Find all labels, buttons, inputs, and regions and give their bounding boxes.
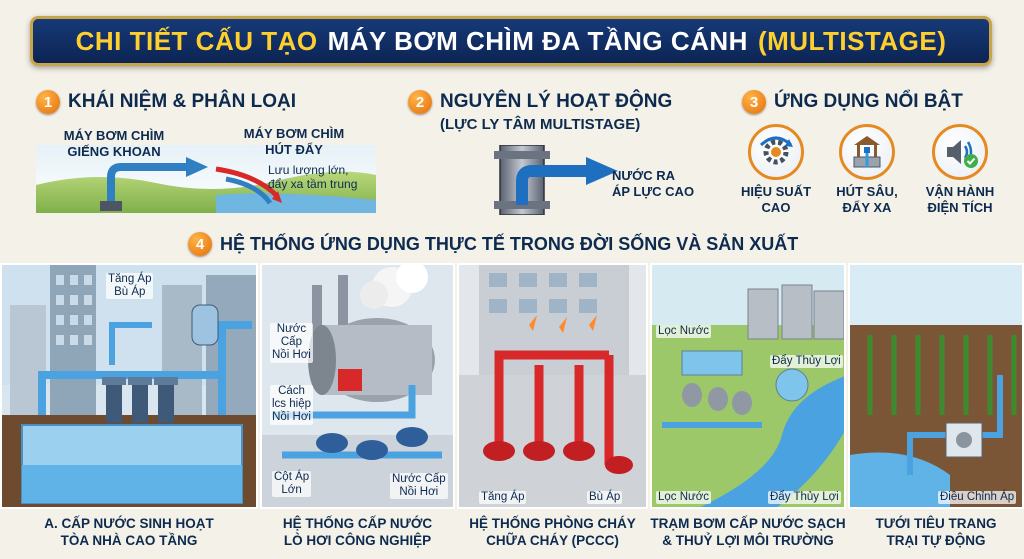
label-boiler-feed-water-2: Nước Cấp Nồi Hơi xyxy=(390,473,448,500)
caption-water-treatment: TRẠM BƠM CẤP NƯỚC SẠCH & THUỶ LỢI MÔI TR… xyxy=(650,516,846,548)
label-water-filtration-2: Lọc Nước xyxy=(656,491,712,505)
label-pressure-regulator: Điều Chỉnh Áp xyxy=(938,491,1017,505)
panel-farm-irrigation: Điều Chỉnh Áp xyxy=(848,263,1024,509)
feature-label-operation: VẬN HÀNH ĐIỆN TÍCH xyxy=(925,184,995,215)
label-pressure-compensate: Bù Áp xyxy=(587,491,623,505)
label-boiler-connection: Cách lcs hiệp Nồi Hơi xyxy=(270,385,313,425)
gear-efficiency-icon xyxy=(748,124,804,180)
label-suction-pump: MÁY BƠM CHÌM HÚT ĐẨY xyxy=(243,126,345,157)
panel-industrial-boiler: Nước Cấp Nồi Hơi Cách lcs hiệp Nồi Hơi C… xyxy=(260,263,455,509)
note-suction-pump: Lưu lượng lớn, đẩy xa tầm trung xyxy=(268,163,358,192)
label-irrigation-push-2: Đẩy Thủy Lợi xyxy=(768,491,841,505)
section-2-subtitle: (LỰC LY TÂM MULTISTAGE) xyxy=(440,116,641,133)
title-part-1: CHI TIẾT CẤU TẠO xyxy=(75,25,318,56)
label-well-pump: MÁY BƠM CHÌM GIẾNG KHOAN xyxy=(63,128,165,159)
panel-2-illustration xyxy=(262,265,453,507)
label-high-pressure-outlet: NƯỚC RA ÁP LỰC CAO xyxy=(612,168,695,199)
section-4-number: 4 xyxy=(188,232,212,256)
section-1-title: KHÁI NIỆM & PHÂN LOẠI xyxy=(68,91,296,112)
feature-label-deep-suction: HÚT SÂU, ĐẨY XA xyxy=(836,184,898,215)
speaker-check-icon xyxy=(932,124,988,180)
label-pressure-boost: Tăng Áp xyxy=(479,491,527,505)
section-3-header: 3 ỨNG DỤNG NỔI BẬT xyxy=(742,90,963,114)
section-2-title: NGUYÊN LÝ HOẠT ĐỘNG xyxy=(440,91,673,112)
caption-farm-irrigation: TƯỚI TIÊU TRANG TRẠI TỰ ĐỘNG xyxy=(875,516,997,548)
feature-label-efficiency: HIỆU SUẤT CAO xyxy=(740,184,812,215)
section-3-number: 3 xyxy=(742,90,766,114)
section-1-number: 1 xyxy=(36,90,60,114)
panel-water-treatment: Lọc Nước Đẩy Thủy Lợi Lọc Nước Đẩy Thủy … xyxy=(650,263,846,509)
label-booster-pressure: Tăng Áp Bù Áp xyxy=(106,273,154,300)
section-1-illustration xyxy=(36,145,376,213)
panel-highrise-water-supply: Tăng Áp Bù Áp xyxy=(0,263,258,509)
section-4-header: 4 HỆ THỐNG ỨNG DỤNG THỰC TẾ TRONG ĐỜI SỐ… xyxy=(188,232,798,256)
label-boiler-feed-water: Nước Cấp Nồi Hơi xyxy=(270,323,313,363)
label-water-filtration: Lọc Nước xyxy=(656,325,712,339)
section-3-title: ỨNG DỤNG NỔI BẬT xyxy=(774,91,963,112)
section-1-header: 1 KHÁI NIỆM & PHÂN LOẠI xyxy=(36,90,296,114)
panel-5-illustration xyxy=(850,265,1022,507)
label-high-head: Cột Áp Lớn xyxy=(272,471,312,498)
well-icon xyxy=(839,124,895,180)
section-4-title: HỆ THỐNG ỨNG DỤNG THỰC TẾ TRONG ĐỜI SỐNG… xyxy=(220,233,799,254)
pump-diagram xyxy=(494,145,618,215)
section-2-header: 2 NGUYÊN LÝ HOẠT ĐỘNG xyxy=(408,90,672,114)
caption-boiler: HỆ THỐNG CẤP NƯỚC LÒ HƠI CÔNG NGHIỆP xyxy=(282,516,433,548)
panel-3-illustration xyxy=(459,265,646,507)
label-irrigation-push: Đẩy Thủy Lợi xyxy=(770,355,843,369)
title-part-3: (MULTISTAGE) xyxy=(757,25,947,56)
panel-fire-protection: Tăng Áp Bù Áp xyxy=(457,263,648,509)
title-banner: CHI TIẾT CẤU TẠO MÁY BƠM CHÌM ĐA TẦNG CÁ… xyxy=(30,16,992,66)
caption-highrise: A. CẤP NƯỚC SINH HOẠT TÒA NHÀ CAO TẦNG xyxy=(44,516,214,548)
panel-4-illustration xyxy=(652,265,844,507)
caption-fire: HỆ THỐNG PHÒNG CHÁY CHỮA CHÁY (PCCC) xyxy=(469,516,636,548)
title-part-2: MÁY BƠM CHÌM ĐA TẦNG CÁNH xyxy=(327,25,748,56)
section-2-number: 2 xyxy=(408,90,432,114)
booster-pumps xyxy=(102,377,178,423)
panel-1-illustration xyxy=(2,265,256,507)
